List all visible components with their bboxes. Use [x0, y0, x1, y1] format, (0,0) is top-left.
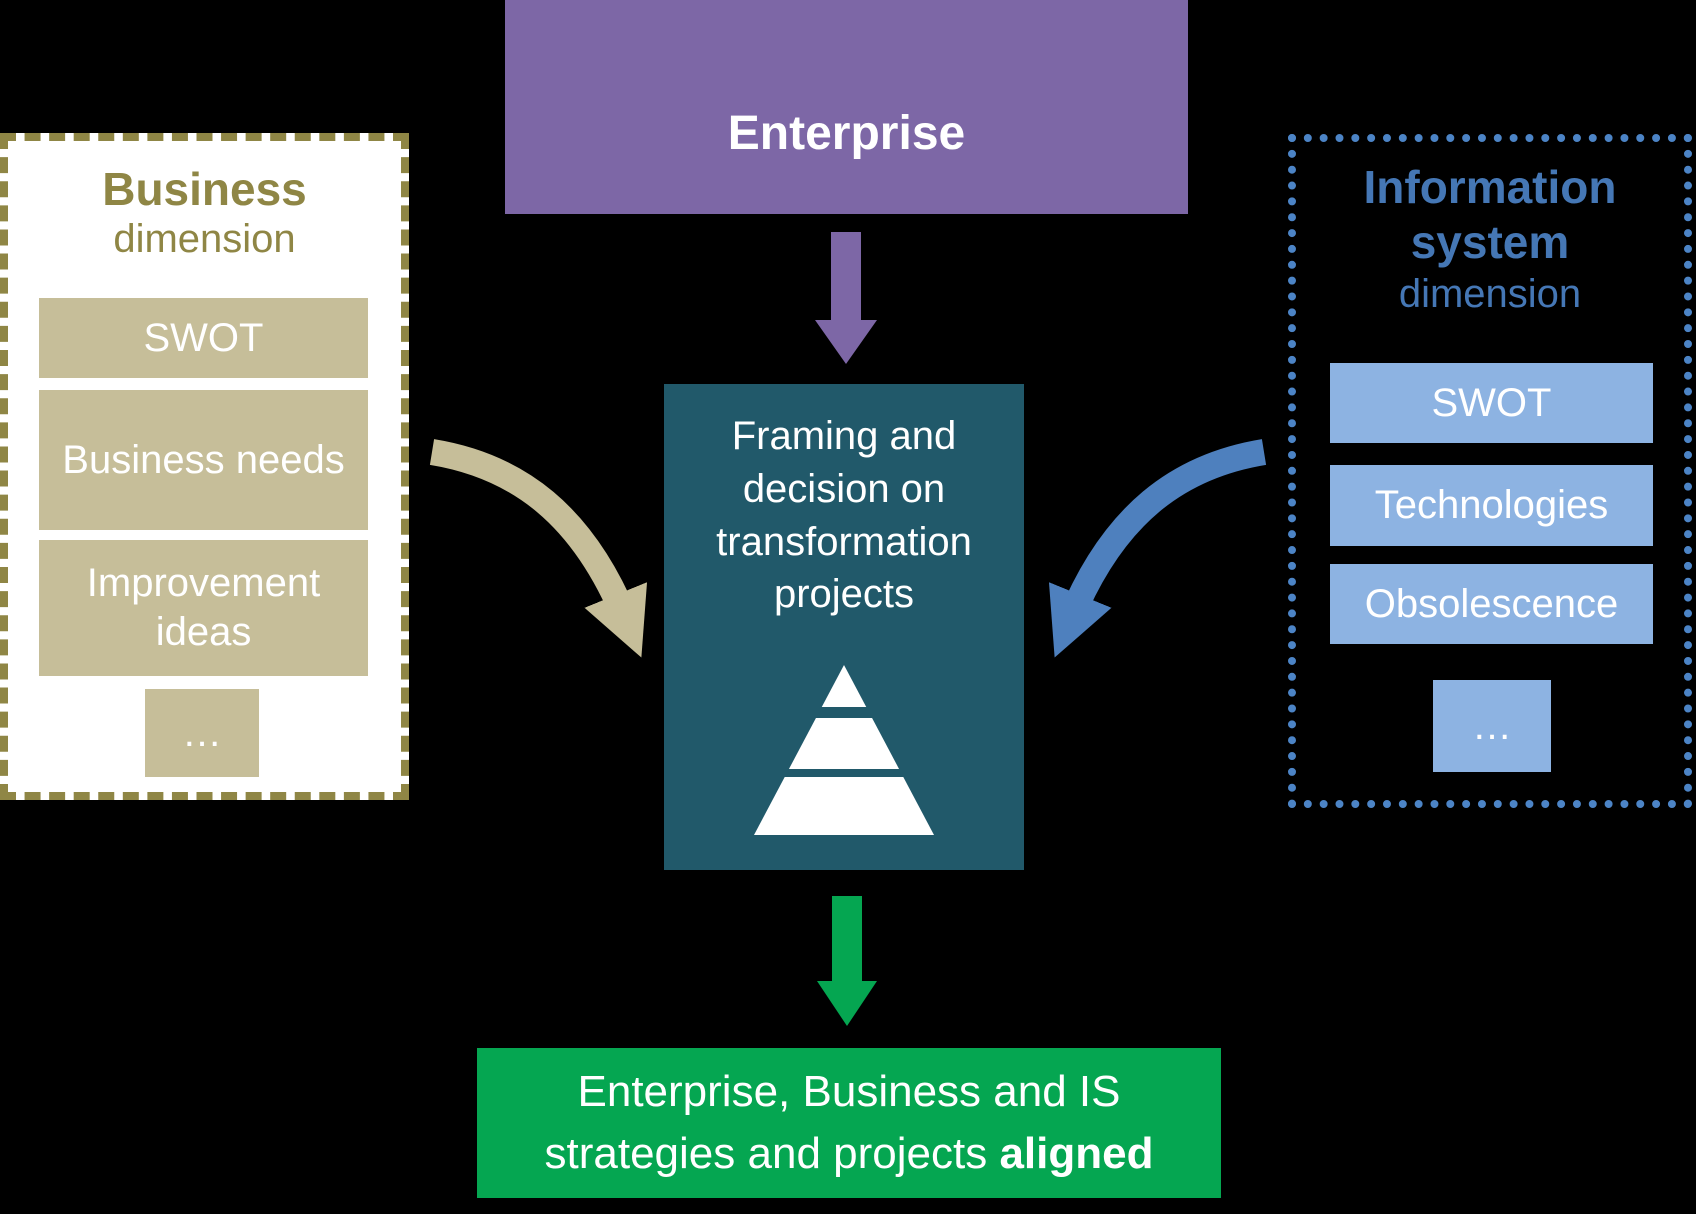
outcome-line2-regular: strategies and projects [544, 1129, 1000, 1178]
business-panel-title: Business dimension [8, 141, 401, 262]
enterprise-box: Enterprise [505, 0, 1188, 214]
is-item-obsolescence: Obsolescence [1330, 564, 1653, 644]
enterprise-to-framing-arrow [815, 232, 877, 364]
outcome-line2-bold: aligned [999, 1129, 1154, 1178]
business-title-regular: dimension [113, 216, 296, 261]
is-panel-title: Information system dimension [1296, 142, 1684, 318]
is-item-technologies: Technologies [1330, 465, 1653, 546]
business-dimension-panel: Business dimension SWOT Business needs I… [0, 133, 409, 800]
is-title-regular: dimension [1398, 272, 1582, 317]
business-item-needs: Business needs [39, 390, 368, 530]
is-item-more: … [1433, 680, 1551, 772]
outcome-box: Enterprise, Business and IS strategies a… [477, 1048, 1221, 1198]
framing-label: Framing and decision on transformation p… [716, 414, 972, 617]
outcome-line2: strategies and projects aligned [545, 1123, 1154, 1185]
framing-box: Framing and decision on transformation p… [664, 384, 1024, 870]
is-dimension-panel: Information system dimension SWOT Techno… [1288, 134, 1692, 808]
business-item-more: … [145, 689, 259, 777]
framing-to-outcome-arrow [817, 896, 877, 1026]
business-item-swot: SWOT [39, 298, 368, 378]
business-to-framing-arrow [429, 439, 648, 658]
business-title-bold: Business [102, 163, 307, 215]
is-item-swot: SWOT [1330, 363, 1653, 443]
outcome-line1: Enterprise, Business and IS [577, 1066, 1121, 1116]
enterprise-label: Enterprise [727, 107, 966, 160]
pyramid-icon [754, 665, 934, 835]
business-item-improvement-ideas: Improvement ideas [39, 540, 368, 676]
is-title-bold: Information system [1363, 161, 1617, 269]
is-to-framing-arrow [1048, 439, 1267, 658]
